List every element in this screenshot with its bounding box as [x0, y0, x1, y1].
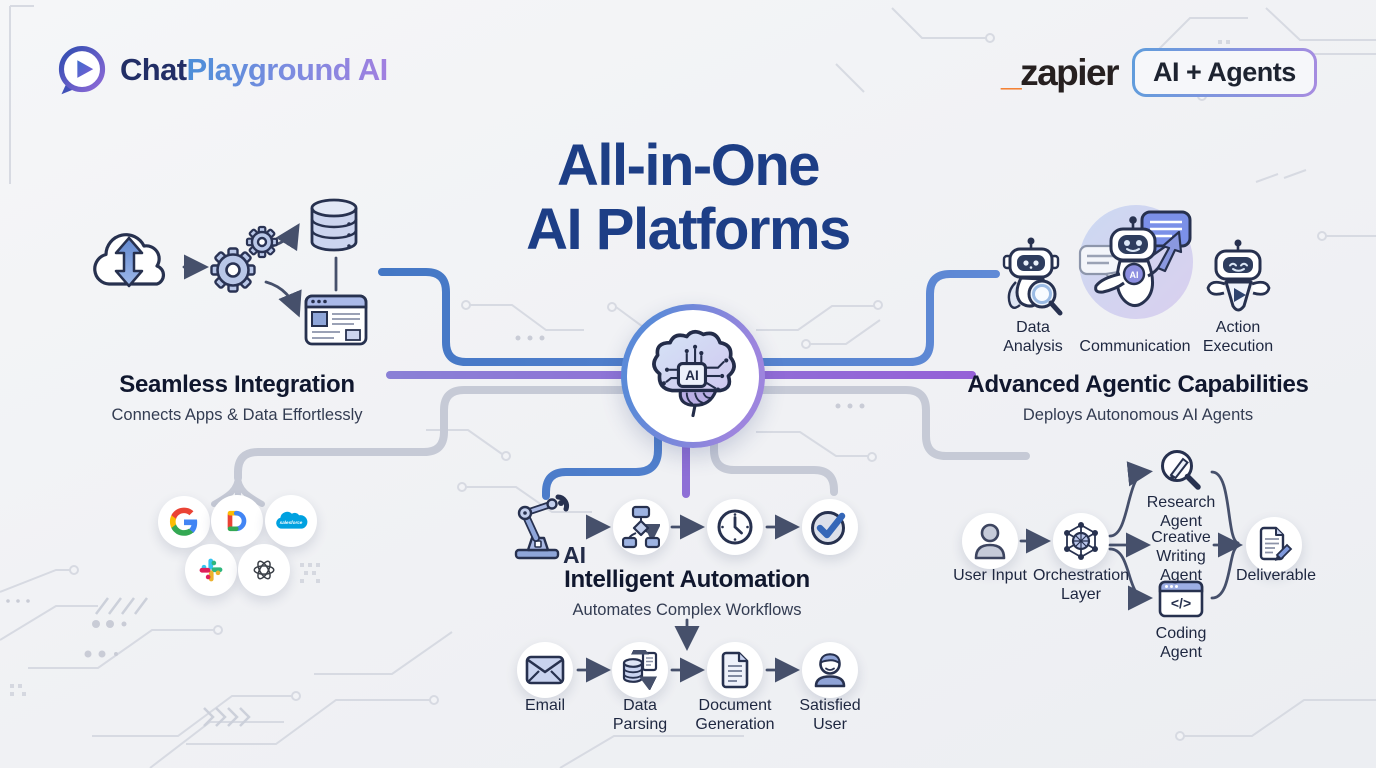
- agent-flow-label-orchestration: Orchestration Layer: [1032, 567, 1130, 603]
- flowchart-icon: [622, 505, 660, 549]
- orchestration-icon-badge: [1053, 513, 1109, 569]
- integration-title: Seamless Integration: [119, 371, 355, 398]
- agentic-subtitle: Deploys Autonomous AI Agents: [1022, 406, 1254, 424]
- svg-text:salesforce: salesforce: [280, 520, 303, 525]
- agentic-title: Advanced Agentic Capabilities: [967, 371, 1309, 398]
- email-icon-badge: [517, 642, 573, 698]
- user-input-icon-badge: [962, 513, 1018, 569]
- robot-arm-ai-label: AI: [563, 542, 586, 568]
- ai-agents-badge-label: AI + Agents: [1135, 51, 1314, 94]
- circuit-decor: [0, 5, 1376, 768]
- deliverable-document-icon: [1259, 526, 1293, 561]
- agent-flow-label-user-input: User Input: [953, 567, 1027, 584]
- clock-icon-badge: [707, 499, 763, 555]
- browser-window-icon: [304, 294, 368, 346]
- salesforce-logo-icon: salesforce: [276, 511, 308, 529]
- page-title: All-in-One AI Platforms: [388, 134, 988, 262]
- page-title-line2: AI Platforms: [526, 197, 851, 262]
- integration-section-heading: Seamless Integration Connects Apps & Dat…: [62, 371, 412, 425]
- database-icon: [310, 198, 358, 252]
- research-agent-icon: [1161, 450, 1201, 490]
- document-icon: [721, 651, 749, 689]
- coding-agent-icon: </>: [1158, 580, 1204, 618]
- automation-subtitle: Automates Complex Workflows: [572, 601, 802, 619]
- google-logo-icon: [169, 507, 198, 536]
- step-label-email: Email: [524, 697, 565, 714]
- robot-arm-icon: [514, 494, 569, 560]
- zapier-underscore: _: [1001, 51, 1022, 93]
- ai-brain-icon: AI: [652, 329, 736, 418]
- app-icon-google-docs: [211, 495, 263, 547]
- app-icon-salesforce: salesforce: [265, 495, 317, 547]
- robot-chest-badge: AI: [1130, 270, 1139, 280]
- google-d-logo-icon: [227, 510, 247, 532]
- satisfied-user-icon: [814, 653, 846, 688]
- ai-brain-hub: AI: [621, 304, 765, 448]
- hub-chip-label: AI: [685, 368, 699, 383]
- brand-rest: Playground AI: [186, 52, 389, 87]
- deliverable-icon-badge: [1246, 517, 1302, 573]
- data-parsing-icon: [622, 650, 658, 690]
- satisfied-user-icon-badge: [802, 642, 858, 698]
- brand-name: ChatPlayground AI: [120, 52, 388, 88]
- slack-logo-icon: [199, 558, 223, 582]
- user-icon: [974, 523, 1006, 560]
- app-icon-slack: [185, 544, 237, 596]
- checkmark-icon: [811, 511, 846, 545]
- gears-icon: [210, 225, 279, 293]
- zapier-lockup: _zapier AI + Agents: [1001, 48, 1317, 97]
- agent-flow-label-deliverable: Deliverable: [1235, 567, 1317, 584]
- capability-label-data-analysis: Data Analysis: [1003, 319, 1063, 355]
- zapier-wordmark: _zapier: [1001, 51, 1120, 94]
- circuit-decor-marks: [95, 597, 251, 727]
- chatplayground-logo-icon: [58, 45, 106, 95]
- openai-logo-icon: [253, 560, 275, 580]
- integration-subtitle: Connects Apps & Data Effortlessly: [111, 406, 363, 424]
- flow-arrows: [182, 223, 1243, 683]
- play-icon: [1234, 288, 1246, 302]
- zapier-word: zapier: [1020, 51, 1119, 93]
- data-parsing-icon-badge: [612, 642, 668, 698]
- automation-title: Intelligent Automation: [564, 566, 810, 593]
- cloud-sync-icon: [93, 233, 166, 288]
- clock-icon: [717, 509, 753, 545]
- capability-label-communication: Communication: [1079, 338, 1191, 355]
- app-icon-openai: [238, 544, 290, 596]
- data-analysis-robot-icon: [1002, 237, 1063, 316]
- email-icon: [525, 655, 565, 685]
- step-label-data-parsing: Data Parsing: [612, 697, 668, 733]
- agentic-section-heading: Advanced Agentic Capabilities Deploys Au…: [962, 371, 1314, 425]
- app-icon-google: [158, 496, 210, 548]
- growth-arrow-icon: [1156, 230, 1183, 273]
- coding-glyph: </>: [1171, 595, 1191, 611]
- capability-label-action-execution: Action Execution: [1202, 319, 1274, 355]
- document-generation-icon-badge: [707, 642, 763, 698]
- brand-first: Chat: [120, 52, 187, 87]
- agent-flow-label-research: Research Agent: [1146, 494, 1216, 530]
- chatplayground-logo: ChatPlayground AI: [54, 42, 388, 98]
- step-label-document-generation: Document Generation: [695, 697, 775, 733]
- workflow-icon-badge: [613, 499, 669, 555]
- ai-agents-badge: AI + Agents: [1132, 48, 1317, 97]
- orchestration-network-icon: [1064, 522, 1098, 560]
- communication-robot-icon: AI: [1078, 205, 1193, 319]
- agent-flow-label-creative-writing: Creative Writing Agent: [1151, 529, 1211, 584]
- automation-section-heading: Intelligent Automation Automates Complex…: [512, 566, 862, 620]
- check-icon-badge: [802, 499, 858, 555]
- step-label-satisfied-user: Satisfied User: [799, 697, 861, 733]
- action-execution-robot-icon: [1206, 239, 1271, 312]
- circuit-dots: [6, 335, 865, 658]
- agent-flow-label-coding: Coding Agent: [1155, 625, 1207, 661]
- page-title-line1: All-in-One: [556, 133, 821, 198]
